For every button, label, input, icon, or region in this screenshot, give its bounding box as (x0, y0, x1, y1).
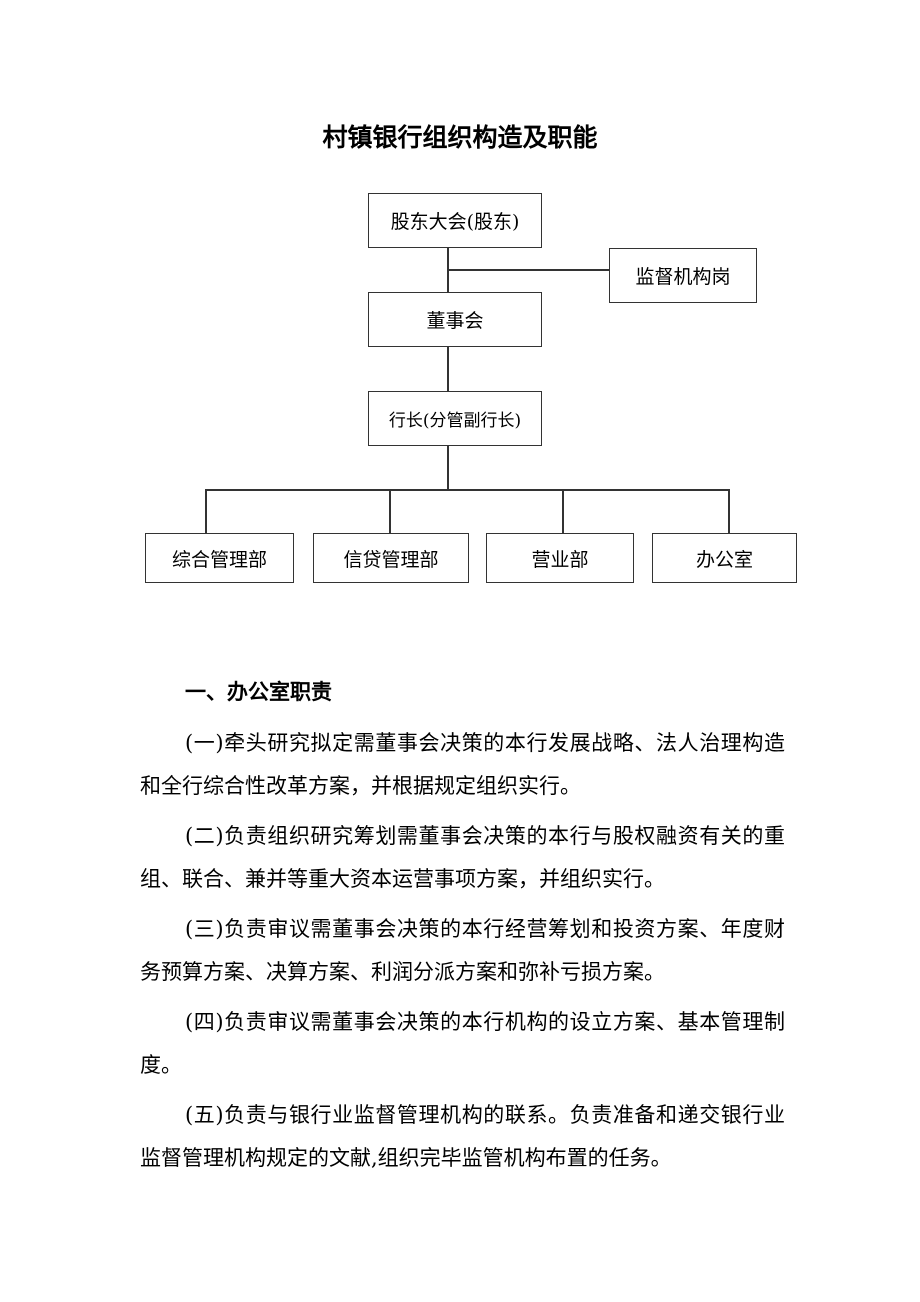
connector-line (562, 489, 564, 533)
section-heading: 一、办公室职责 (185, 680, 332, 704)
duty-paragraph: (四)负责审议需董事会决策的本行机构的设立方案、基本管理制度。 (140, 1010, 785, 1077)
department-box: 营业部 (486, 533, 634, 583)
connector-line (389, 489, 391, 533)
connector-line (728, 489, 730, 533)
document-title: 村镇银行组织构造及职能 (322, 123, 598, 152)
supervision-box: 监督机构岗 (609, 248, 757, 303)
connector-line (205, 489, 207, 533)
connector-line (447, 347, 449, 391)
duty-paragraph: (二)负责组织研究筹划需董事会决策的本行与股权融资有关的重组、联合、兼并等重大资… (140, 824, 785, 891)
duty-paragraph: (一)牵头研究拟定需董事会决策的本行发展战略、法人治理构造和全行综合性改革方案，… (140, 731, 785, 798)
duty-paragraph: (五)负责与银行业监督管理机构的联系。负责准备和递交银行业监督管理机构规定的文献… (140, 1103, 785, 1170)
duty-paragraph: (三)负责审议需董事会决策的本行经营筹划和投资方案、年度财务预算方案、决算方案、… (140, 917, 785, 984)
department-box: 办公室 (652, 533, 797, 583)
duties-list: (一)牵头研究拟定需董事会决策的本行发展战略、法人治理构造和全行综合性改革方案，… (140, 722, 785, 1187)
department-box: 信贷管理部 (313, 533, 469, 583)
shareholders-box: 股东大会(股东) (368, 193, 542, 248)
connector-line (205, 489, 730, 491)
department-box: 综合管理部 (145, 533, 294, 583)
president-box: 行长(分管副行长) (368, 391, 542, 446)
connector-line (447, 269, 609, 271)
connector-line (447, 446, 449, 490)
board-box: 董事会 (368, 292, 542, 347)
